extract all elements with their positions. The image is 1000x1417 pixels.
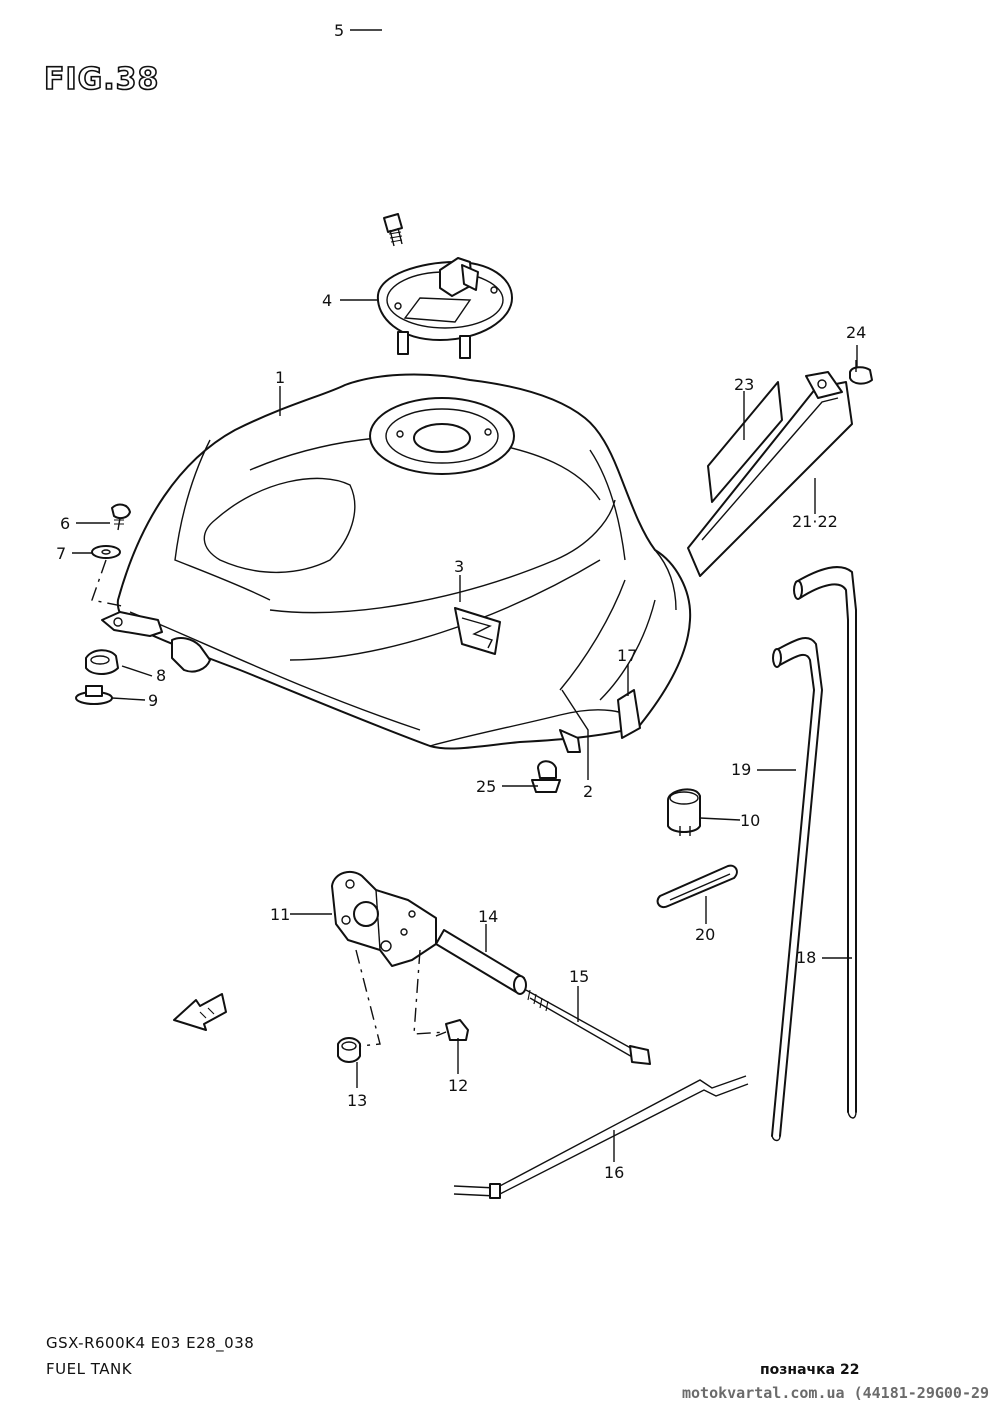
callout-17: 17	[617, 646, 637, 665]
callout-labels: 5 4 1 6 7 3 8 9 17 2 25 23 21·22 24 19 1…	[56, 21, 866, 1182]
callout-4: 4	[322, 291, 332, 310]
bolt-15[interactable]	[525, 989, 651, 1065]
callout-20: 20	[695, 925, 715, 944]
clamp-20[interactable]	[656, 864, 738, 908]
bolt-12[interactable]	[435, 1019, 469, 1041]
hose-18[interactable]	[793, 566, 857, 1119]
collar-9[interactable]	[75, 685, 113, 705]
callout-5: 5	[334, 21, 344, 40]
section-name: FUEL TANK	[46, 1360, 133, 1378]
callout-18: 18	[796, 948, 816, 967]
callout-16: 16	[604, 1163, 624, 1182]
assembly-line-6-7	[91, 559, 123, 607]
callout-15: 15	[569, 967, 589, 986]
cushion-10[interactable]	[667, 788, 701, 836]
rod-14[interactable]	[435, 929, 527, 995]
fuel-filler-cap[interactable]	[376, 257, 513, 359]
heat-shield-pad-23[interactable]	[707, 381, 783, 503]
callout-13: 13	[347, 1091, 367, 1110]
callout-23: 23	[734, 375, 754, 394]
assembly-line-11-12	[413, 949, 447, 1035]
callout-19: 19	[731, 760, 751, 779]
callout-6: 6	[60, 514, 70, 533]
hose-19[interactable]	[771, 636, 823, 1142]
grommet-25[interactable]	[531, 760, 561, 793]
front-direction-arrow-icon	[173, 993, 227, 1031]
callout-7: 7	[56, 544, 66, 563]
callout-2: 2	[583, 782, 593, 801]
callout-11: 11	[270, 905, 290, 924]
callout-25: 25	[476, 777, 496, 796]
leader-lines	[72, 29, 858, 1162]
bolt-6[interactable]	[111, 503, 131, 531]
washer-7[interactable]	[91, 545, 121, 559]
callout-21-22: 21·22	[792, 512, 838, 531]
fuel-tank[interactable]	[116, 373, 692, 753]
tank-bracket-11[interactable]	[331, 870, 437, 967]
callout-3: 3	[454, 557, 464, 576]
model-code: GSX-R600K4 E03 E28_038	[46, 1334, 255, 1352]
cushion-8[interactable]	[85, 649, 119, 675]
cap-bolt[interactable]	[383, 213, 403, 247]
prop-rod-16[interactable]	[453, 1075, 749, 1199]
clip-24[interactable]	[849, 360, 873, 385]
figure-title: FIG.38	[43, 61, 160, 98]
callout-9: 9	[148, 691, 158, 710]
callout-14: 14	[478, 907, 498, 926]
nut-13[interactable]	[337, 1037, 361, 1063]
callout-1: 1	[275, 368, 285, 387]
mount-bracket[interactable]	[101, 611, 163, 637]
site-watermark: motokvartal.com.ua (44181-29G00-29	[682, 1384, 990, 1402]
callout-12: 12	[448, 1076, 468, 1095]
reference-mark: позначка 22	[760, 1362, 860, 1378]
callout-24: 24	[846, 323, 866, 342]
heat-shield-21-22[interactable]	[687, 371, 853, 577]
callout-10: 10	[740, 811, 760, 830]
callout-8: 8	[156, 666, 166, 685]
assembly-line-11-13	[355, 949, 381, 1047]
